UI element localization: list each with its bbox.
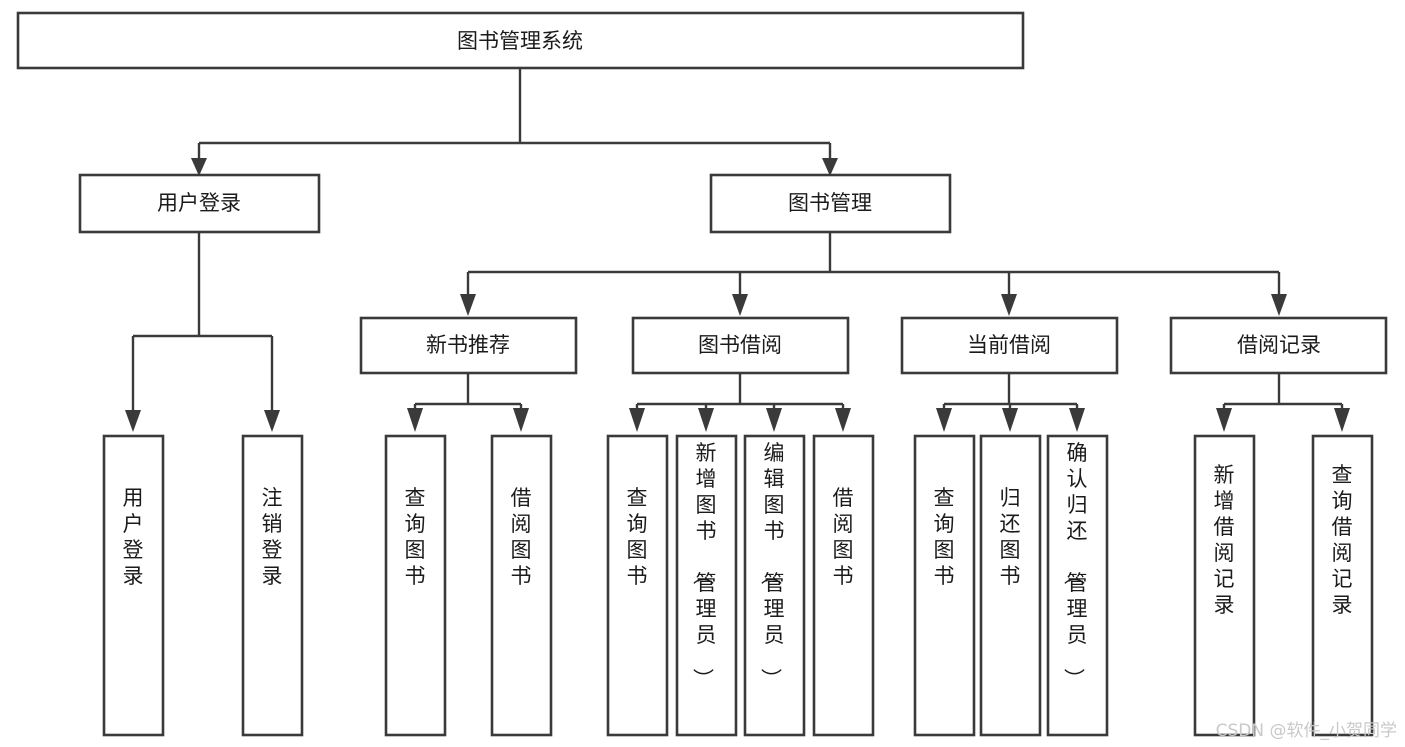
leaf-borrow-book-1-label: 借阅图书: [511, 486, 532, 588]
leaf-add-record-box[interactable]: [1193, 434, 1256, 737]
node-book-mgmt-box[interactable]: [709, 173, 952, 234]
node-book-borrow[interactable]: 图书借阅: [631, 316, 850, 375]
leaf-query-book-1[interactable]: 查询图书: [384, 434, 447, 737]
leaf-return-book[interactable]: 归还图书: [979, 434, 1042, 737]
node-borrow-record-box[interactable]: [1169, 316, 1388, 375]
leaf-user-login-label: 用户登录: [123, 486, 144, 588]
leaf-confirm-return[interactable]: 确认归还（管理员）: [1046, 434, 1109, 737]
node-root-label: 图书管理系统: [457, 29, 583, 53]
node-book-mgmt-label: 图书管理: [788, 191, 872, 215]
arrow-head-icon: [460, 294, 476, 316]
arrow-head-icon: [1216, 408, 1232, 432]
leaf-confirm-return-label: 确认归还（管理员）: [1062, 441, 1088, 689]
arrow-head-icon: [407, 408, 423, 432]
arrow-head-icon: [835, 408, 851, 432]
arrow-head-icon: [732, 294, 748, 316]
node-borrow-record[interactable]: 借阅记录: [1169, 316, 1388, 375]
leaf-borrow-book-1[interactable]: 借阅图书: [490, 434, 553, 737]
leaf-add-record-label: 新增借阅记录: [1214, 463, 1235, 617]
node-root[interactable]: 图书管理系统: [16, 11, 1025, 70]
arrow-head-icon: [264, 410, 280, 432]
arrow-head-icon: [125, 410, 141, 432]
leaf-query-book-2[interactable]: 查询图书: [606, 434, 669, 737]
arrow-head-icon: [191, 158, 207, 176]
leaf-query-record-box[interactable]: [1311, 434, 1374, 737]
leaf-add-book-box[interactable]: [675, 434, 738, 737]
leaf-logout-login-box[interactable]: [241, 434, 304, 737]
leaf-query-record[interactable]: 查询借阅记录: [1311, 434, 1374, 737]
arrow-head-icon: [766, 408, 782, 432]
node-user-login-box[interactable]: [78, 173, 321, 234]
watermark-text: CSDN @软件_小贺同学: [1215, 721, 1397, 741]
leaf-return-book-label: 归还图书: [1000, 486, 1021, 588]
leaf-add-book[interactable]: 新增图书（管理员）: [675, 434, 738, 737]
node-user-login[interactable]: 用户登录: [78, 173, 321, 234]
arrow-head-icon: [629, 408, 645, 432]
leaf-edit-book-box[interactable]: [743, 434, 806, 737]
node-book-borrow-label: 图书借阅: [698, 333, 782, 357]
node-root-box[interactable]: [16, 11, 1025, 70]
leaf-query-book-1-box[interactable]: [384, 434, 447, 737]
leaf-borrow-book-2-label: 借阅图书: [833, 486, 854, 588]
leaf-query-record-label: 查询借阅记录: [1332, 463, 1353, 617]
arrow-head-icon: [1002, 408, 1018, 432]
leaf-return-book-box[interactable]: [979, 434, 1042, 737]
arrow-head-icon: [936, 408, 952, 432]
leaf-query-book-3-label: 查询图书: [934, 486, 955, 588]
leaf-query-book-3[interactable]: 查询图书: [913, 434, 976, 737]
arrow-head-icon: [1069, 408, 1085, 432]
arrow-head-icon: [1271, 294, 1287, 316]
leaf-query-book-3-box[interactable]: [913, 434, 976, 737]
arrow-head-icon: [1001, 294, 1017, 316]
leaf-query-book-1-label: 查询图书: [405, 486, 426, 588]
node-current-borrow-box[interactable]: [900, 316, 1119, 375]
leaf-user-login[interactable]: 用户登录: [102, 434, 165, 737]
node-borrow-record-label: 借阅记录: [1237, 333, 1321, 357]
leaf-query-book-2-label: 查询图书: [627, 486, 648, 588]
leaf-query-book-2-box[interactable]: [606, 434, 669, 737]
arrow-head-icon: [513, 408, 529, 432]
node-book-mgmt[interactable]: 图书管理: [709, 173, 952, 234]
arrow-head-icon: [698, 408, 714, 432]
leaf-edit-book[interactable]: 编辑图书（管理员）: [743, 434, 806, 737]
node-book-borrow-box[interactable]: [631, 316, 850, 375]
arrow-head-icon: [1334, 408, 1350, 432]
leaf-logout-login[interactable]: 注销登录: [241, 434, 304, 737]
leaf-add-book-label: 新增图书（管理员）: [691, 441, 717, 689]
leaf-logout-login-label: 注销登录: [262, 486, 283, 588]
node-new-book-rec-label: 新书推荐: [426, 333, 510, 357]
leaf-add-record[interactable]: 新增借阅记录: [1193, 434, 1256, 737]
leaf-borrow-book-2-box[interactable]: [812, 434, 875, 737]
connector-layer: [125, 68, 1350, 432]
leaf-edit-book-label: 编辑图书（管理员）: [759, 441, 785, 689]
node-user-login-label: 用户登录: [157, 191, 241, 215]
leaf-confirm-return-box[interactable]: [1046, 434, 1109, 737]
node-current-borrow-label: 当前借阅: [967, 333, 1051, 357]
leaf-borrow-book-1-box[interactable]: [490, 434, 553, 737]
arrow-head-icon: [822, 158, 838, 176]
node-current-borrow[interactable]: 当前借阅: [900, 316, 1119, 375]
leaf-user-login-box[interactable]: [102, 434, 165, 737]
node-new-book-rec-box[interactable]: [359, 316, 578, 375]
leaf-borrow-book-2[interactable]: 借阅图书: [812, 434, 875, 737]
node-new-book-rec[interactable]: 新书推荐: [359, 316, 578, 375]
